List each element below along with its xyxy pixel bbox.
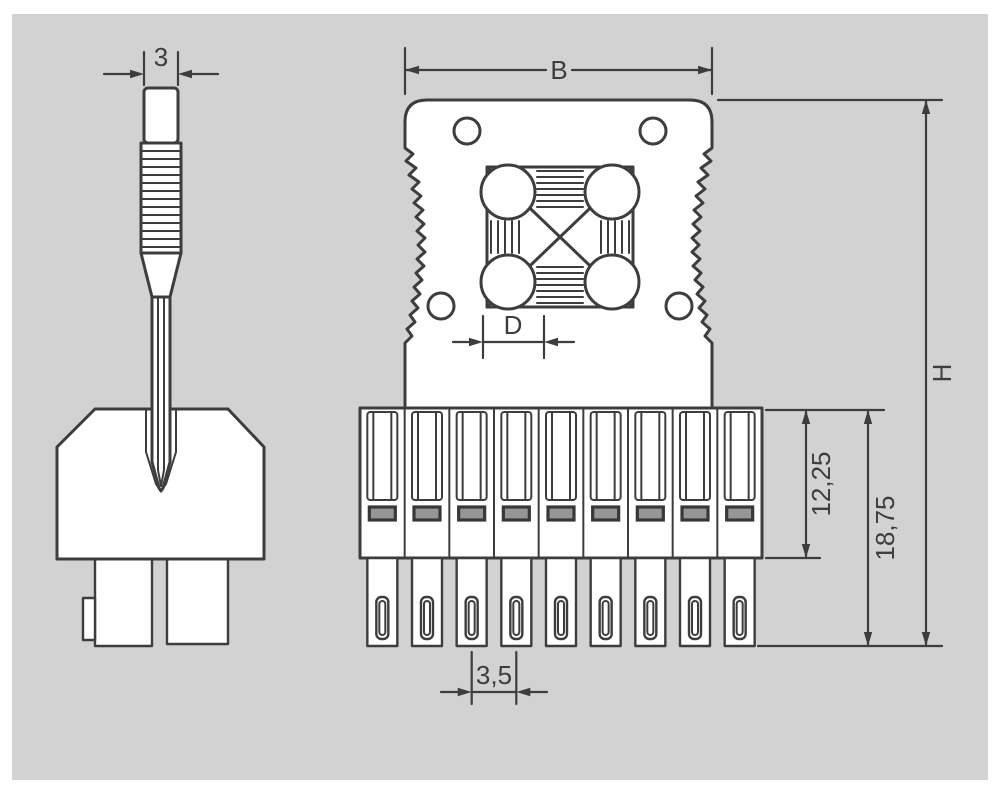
extension-lines [764,408,886,560]
blade-edges [157,296,165,487]
dim-label-pitch: 3,5 [476,660,512,690]
extension-lines [142,50,180,87]
terminal-strip [358,406,764,648]
contact-pin [583,163,641,221]
contact-pin [479,163,537,221]
contact-frame [485,165,635,309]
dimension-housing-height: 18,75 [756,408,944,648]
mounting-foot-left [93,557,154,648]
arrowhead [469,337,483,347]
operating-tool [139,86,183,493]
arrowhead [516,687,531,697]
dimension-tool-width: 3 [102,42,220,87]
mounting-flange [403,98,714,410]
arrowhead [921,632,931,646]
mounting-hole [452,116,482,146]
arrowhead [863,410,873,424]
contact-mechanism [479,163,641,311]
flange-outline [403,98,714,410]
front-view: B D 3,5 12,25 18,75 [358,46,957,706]
side-view: 3 [55,42,266,648]
tool-handle [142,86,180,145]
dim-label-contact-spacing: D [504,310,523,340]
dimension-total-height: H [716,98,957,648]
extension-lines [470,650,518,706]
dim-label-tool-width: 3 [154,42,168,72]
grip-ribs [140,150,182,248]
spring-hatch-bottom [536,266,584,304]
mounting-hole [664,291,694,321]
arrowhead [921,100,931,114]
mounting-foot-right [165,557,230,646]
arrowhead [544,337,558,347]
dim-label-front-height: 12,25 [806,451,836,516]
tool-blade [150,295,172,493]
arrowhead [801,410,811,424]
arrowhead [863,632,873,646]
arrowhead [130,69,144,79]
dimension-flange-width: B [403,46,714,96]
mounting-hole [638,116,668,146]
dim-label-housing-height: 18,75 [870,495,900,560]
dimension-front-height: 12,25 [764,408,886,560]
arrowhead [178,69,192,79]
extension-lines [481,314,546,360]
strip-body [358,406,764,560]
dim-label-total-height: H [927,364,957,383]
mounting-hole [426,291,456,321]
dim-label-flange-width: B [550,55,567,85]
spring-hatch-right [600,220,630,254]
pole-dividers [403,407,719,559]
dimension-pitch: 3,5 [439,650,549,706]
spring-hatch-top [536,170,584,208]
contact-pin [583,253,641,311]
contact-pin [479,253,537,311]
arrowhead [801,544,811,558]
arrowhead [405,65,419,75]
arrowhead [457,687,472,697]
side-latch [81,596,97,642]
dimension-contact-spacing: D [451,310,576,360]
spring-hatch-left [490,220,520,254]
arrowhead [698,65,712,75]
